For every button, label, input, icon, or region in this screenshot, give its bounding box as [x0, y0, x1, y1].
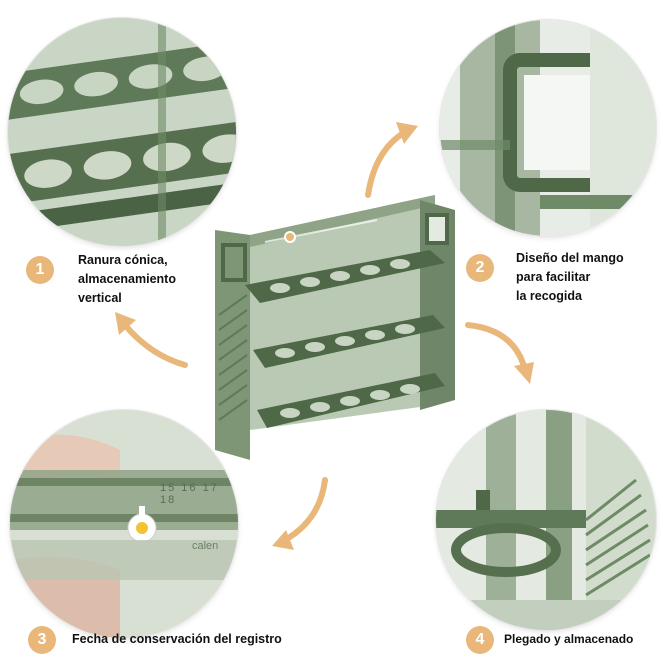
arrowhead-conical: [115, 312, 136, 335]
feature-3-label: Fecha de conservación del registro: [72, 632, 282, 646]
detail-circle-conical-slots: [8, 18, 236, 246]
feature-2-label: Diseño del mango para facilitar la recog…: [516, 251, 624, 303]
arrowhead-handle: [396, 122, 418, 144]
tray-bottom: [257, 373, 445, 428]
egg-rack-product: [205, 185, 470, 470]
detail-circle-handle: [440, 20, 656, 236]
feature-1-label: Ranura cónica, almacenamiento vertical: [78, 253, 176, 305]
date-numbers: 15 16 17 18: [160, 482, 219, 506]
feature-2-badge: 2: [466, 254, 494, 282]
feature-3-badge: 3: [28, 626, 56, 654]
feature-1-badge: 1: [26, 256, 54, 284]
tray-top: [245, 250, 445, 303]
arrowhead-folded: [514, 362, 534, 384]
egg-rack-illustration: [215, 195, 455, 460]
arrow-to-conical: [122, 322, 188, 368]
arrowhead-date: [272, 530, 294, 550]
arrow-to-handle: [365, 129, 408, 198]
conical-slots-illustration: [8, 18, 236, 246]
arrow-to-date: [282, 477, 328, 543]
feature-4-label: Plegado y almacenado: [504, 632, 634, 646]
arrow-to-folded: [465, 322, 528, 373]
date-sublabel: calen: [192, 540, 219, 552]
tray-middle: [253, 315, 445, 368]
handle-illustration: [440, 20, 656, 236]
feature-4-badge: 4: [466, 626, 494, 654]
